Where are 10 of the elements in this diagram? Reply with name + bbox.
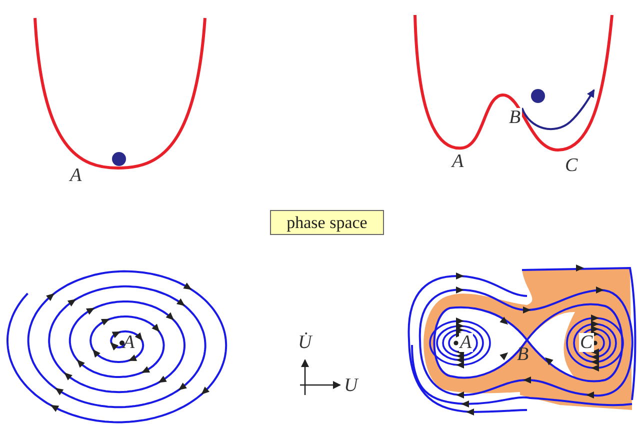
point-label: C: [565, 156, 578, 175]
point-label: A: [123, 333, 135, 352]
point-label: A: [459, 333, 473, 352]
title-box: phase space: [270, 210, 384, 235]
point-label: A: [452, 152, 464, 171]
point-label: A: [70, 166, 82, 185]
point-label: C: [579, 333, 594, 352]
axis-label: U: [344, 376, 358, 395]
point-label: B: [517, 345, 529, 364]
axis-label: U̇: [298, 333, 312, 352]
